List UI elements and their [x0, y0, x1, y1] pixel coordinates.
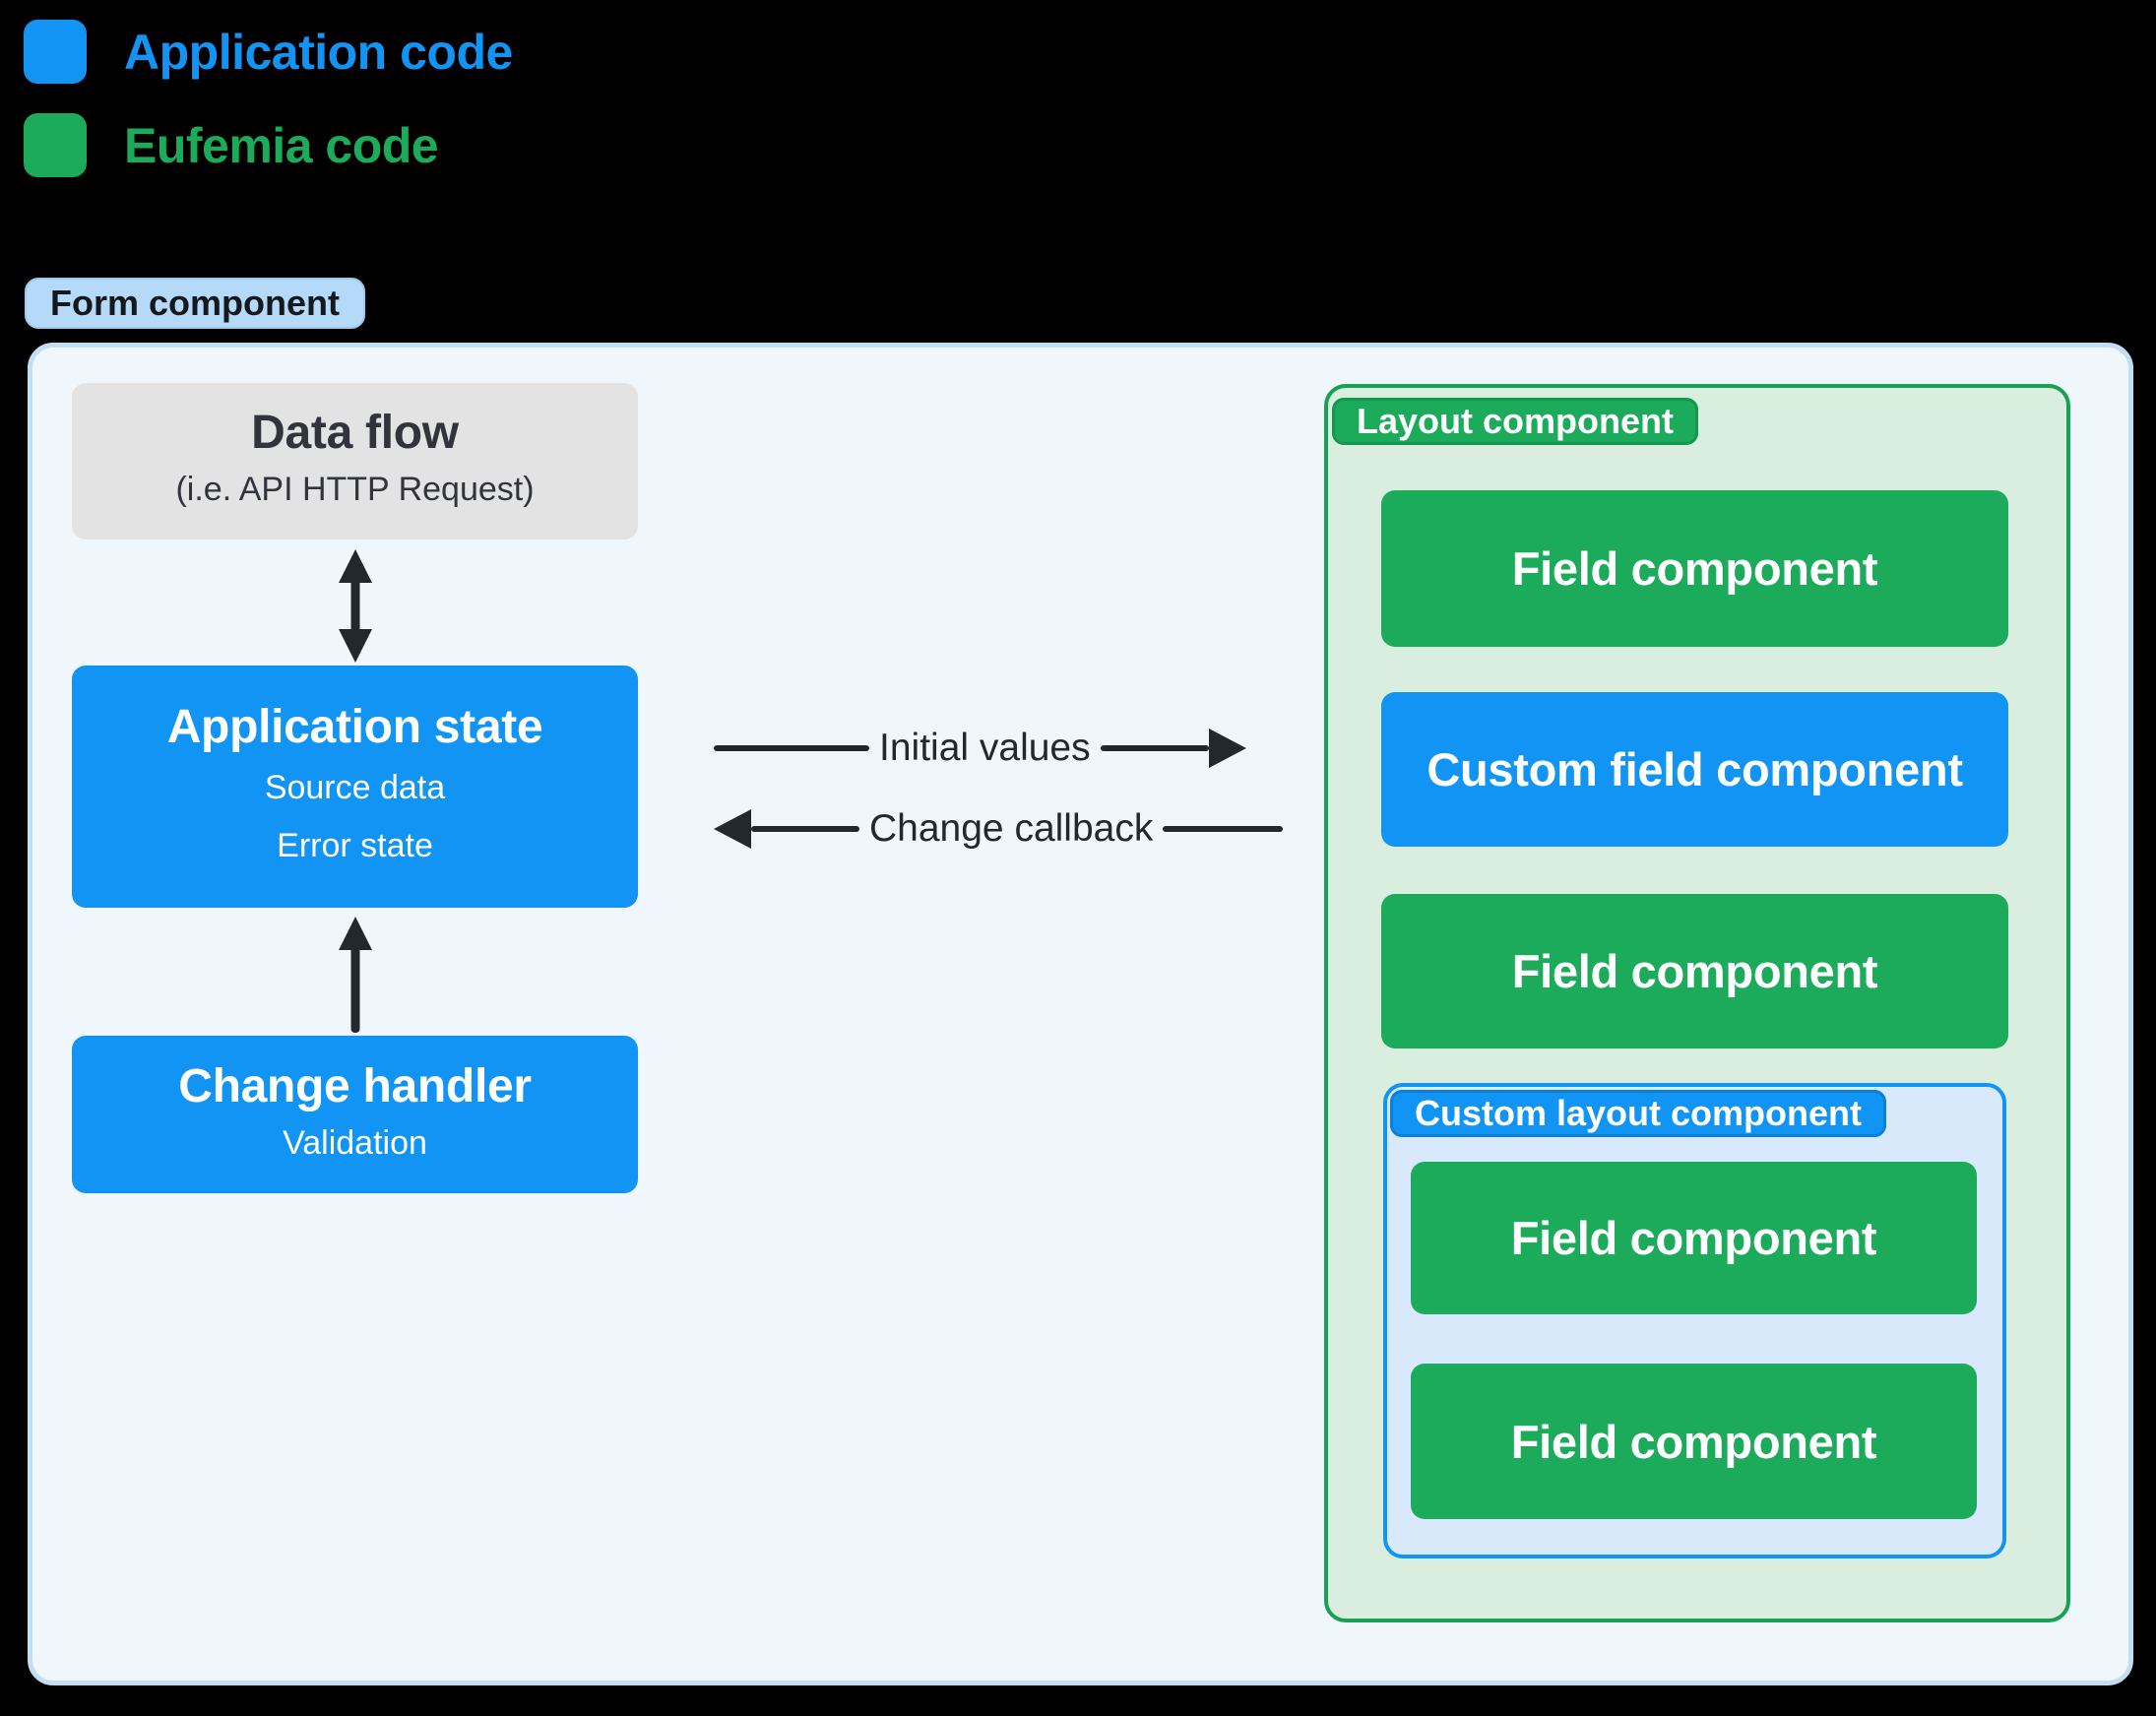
field-component-box: Field component [1411, 1162, 1977, 1314]
field-component-box: Field component [1381, 490, 2008, 647]
application-state-title: Application state [166, 701, 543, 754]
custom-field-component-box: Custom field component [1381, 692, 2008, 847]
eufemia-code-swatch [24, 113, 87, 177]
line-segment [751, 826, 859, 832]
arrow-down-head-icon [339, 629, 372, 663]
data-flow-box: Data flow (i.e. API HTTP Request) [72, 383, 638, 540]
legend-label-eufemia-code: Eufemia code [124, 117, 439, 173]
change-handler-line-validation: Validation [283, 1123, 427, 1162]
application-state-line-source-data: Source data [264, 769, 446, 807]
arrow-shaft [350, 575, 360, 637]
data-flow-subtitle: (i.e. API HTTP Request) [175, 471, 535, 509]
initial-values-flow: Initial values [714, 727, 1246, 770]
legend-item-application-code: Application code [24, 20, 513, 84]
change-callback-label: Change callback [869, 807, 1154, 850]
custom-layout-component-badge: Custom layout component [1390, 1090, 1887, 1137]
layout-component-container: Layout component Field component Custom … [1324, 384, 2070, 1622]
legend-item-eufemia-code: Eufemia code [24, 113, 439, 177]
line-segment [714, 745, 869, 751]
arrow-left-head-icon [714, 809, 751, 849]
arrow-right-head-icon [1208, 729, 1246, 768]
custom-layout-component-container: Custom layout component Field component … [1383, 1083, 2006, 1558]
form-component-badge: Form component [25, 278, 365, 329]
data-flow-title: Data flow [251, 407, 459, 460]
application-state-box: Application state Source data Error stat… [72, 666, 638, 908]
right-arrow-icon [1100, 729, 1246, 768]
line-segment [1163, 826, 1284, 832]
data-flow-sync-arrow-icon [334, 549, 377, 663]
change-handler-up-arrow-icon [334, 917, 377, 1033]
legend-label-application-code: Application code [124, 24, 513, 80]
arrow-shaft [350, 942, 360, 1033]
application-code-swatch [24, 20, 87, 84]
initial-values-label: Initial values [879, 727, 1091, 769]
change-callback-flow: Change callback [714, 807, 1284, 851]
change-handler-box: Change handler Validation [72, 1036, 638, 1193]
left-arrow-icon [714, 809, 859, 849]
change-handler-title: Change handler [178, 1059, 532, 1112]
application-state-line-error-state: Error state [277, 827, 433, 865]
field-component-box: Field component [1411, 1364, 1977, 1519]
line-segment [1100, 745, 1209, 751]
field-component-box: Field component [1381, 894, 2008, 1049]
layout-component-badge: Layout component [1332, 398, 1698, 445]
form-component-container: Data flow (i.e. API HTTP Request) Applic… [28, 343, 2133, 1685]
